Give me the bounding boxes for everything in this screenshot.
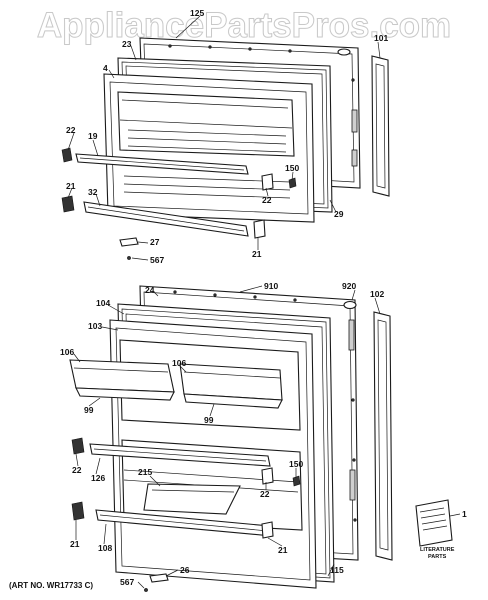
callout-label: 23 <box>122 39 132 49</box>
callout-label: 108 <box>98 543 113 553</box>
callout-label: 21 <box>278 545 288 555</box>
callout-label: 115 <box>330 565 344 575</box>
callout-label: 21 <box>252 249 262 259</box>
literature-label: LITERATURE <box>420 547 455 553</box>
handle-102 <box>373 311 393 561</box>
callout-label: 99 <box>204 415 214 425</box>
callout-label: 29 <box>334 209 344 219</box>
callout-label: 106 <box>172 358 187 368</box>
callout-label: 102 <box>370 289 385 299</box>
egg-shelf-215 <box>143 483 241 515</box>
callout-label: 910 <box>264 281 279 291</box>
callout-label: 26 <box>180 565 190 575</box>
callout-label: 920 <box>342 281 357 291</box>
callout-label: 21 <box>70 539 80 549</box>
callout-label: 104 <box>96 298 111 308</box>
callout-label: 22 <box>66 125 76 135</box>
callout-label: 32 <box>88 187 98 197</box>
callout-label: 150 <box>285 163 300 173</box>
dairy-bin-left <box>69 359 175 393</box>
callout-label: 103 <box>88 321 103 331</box>
callout-label: 126 <box>91 473 106 483</box>
callout-label: 99 <box>84 405 94 415</box>
callout-label: 4 <box>103 63 108 73</box>
leader-lines <box>67 15 461 589</box>
callout-label: 101 <box>374 33 389 43</box>
watermark-logo: AppliancePartsPros.com <box>36 6 452 46</box>
callout-label: 150 <box>289 459 304 469</box>
callout-label: 106 <box>60 347 75 357</box>
callout-label: 125 <box>190 8 205 18</box>
callout-label: 22 <box>72 465 82 475</box>
callout-label: 567 <box>120 577 135 587</box>
callout-label: 1 <box>462 509 467 519</box>
fresh-food-door <box>69 285 453 592</box>
literature-booklet <box>415 499 453 547</box>
callout-label: 567 <box>150 255 165 265</box>
handle-101 <box>371 55 390 197</box>
callout-label: 215 <box>138 467 153 477</box>
callout-label: 24 <box>145 285 155 295</box>
callout-label: 21 <box>66 181 76 191</box>
callout-label: 27 <box>150 237 160 247</box>
callout-label: 22 <box>262 195 272 205</box>
callout-label: 19 <box>88 131 98 141</box>
freezer-door <box>61 37 390 260</box>
literature-label: PARTS <box>428 554 447 560</box>
art-number: (ART NO. WR17733 C) <box>9 581 94 590</box>
callout-label: 22 <box>260 489 270 499</box>
